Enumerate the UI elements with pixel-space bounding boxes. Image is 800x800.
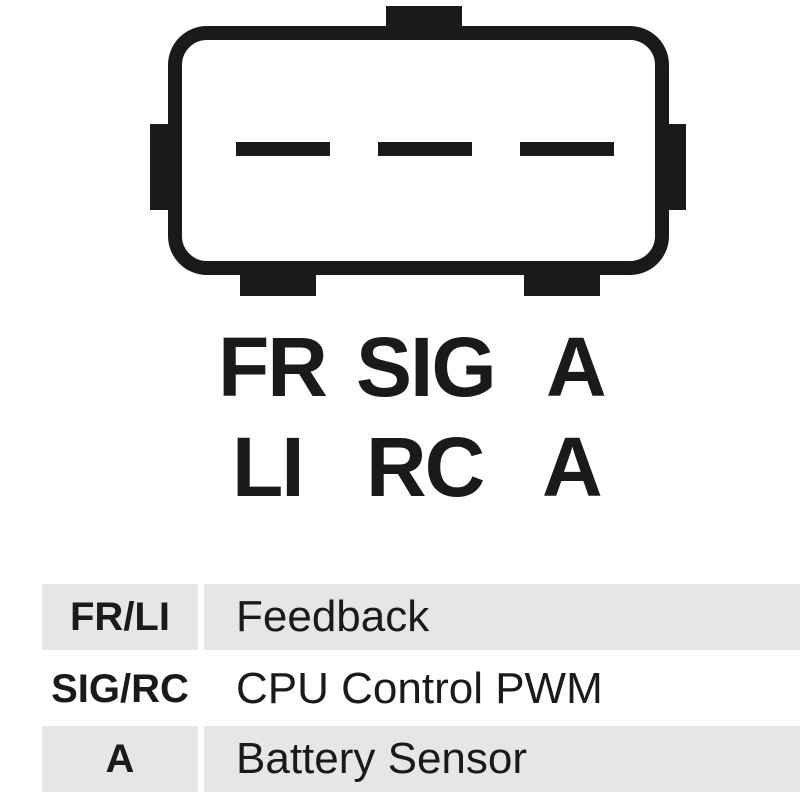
pin-label-a-bottom: A: [542, 420, 603, 514]
pin-label-rc: RC: [366, 420, 485, 514]
terminal-slot-1: [236, 142, 330, 156]
connector-diagram: [150, 6, 686, 296]
pin-labels-top-row: FR SIG A: [0, 322, 800, 412]
legend-row-feedback: FR/LI Feedback: [0, 584, 800, 650]
terminal-slot-3: [520, 142, 614, 156]
legend-description: Feedback: [204, 584, 800, 650]
legend-row-battery-sensor: A Battery Sensor: [0, 726, 800, 792]
pin-labels-bottom-row: LI RC A: [0, 422, 800, 512]
pin-label-a-top: A: [546, 320, 607, 414]
legend-code: SIG/RC: [51, 666, 189, 711]
pin-label-sig: SIG: [356, 320, 497, 414]
legend-code: FR/LI: [42, 584, 198, 650]
terminal-slot-2: [378, 142, 472, 156]
legend-description: Battery Sensor: [204, 726, 800, 792]
legend-code: A: [42, 726, 198, 792]
pin-label-fr: FR: [218, 320, 328, 414]
pin-label-li: LI: [232, 420, 305, 514]
legend-row-cpu-control: SIG/RC CPU Control PWM: [0, 656, 800, 722]
legend-description: CPU Control PWM: [236, 664, 603, 713]
